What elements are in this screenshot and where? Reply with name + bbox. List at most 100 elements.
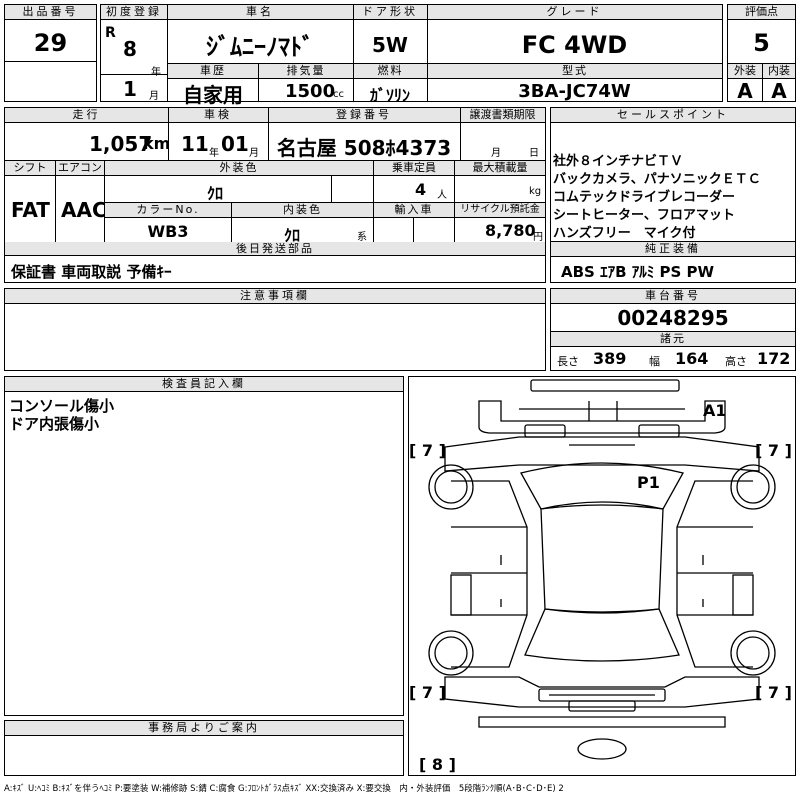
inspection-label: 車検 <box>168 108 268 123</box>
displacement-label: 排気量 <box>259 64 353 79</box>
spare-tire: [ 8 ] <box>419 755 456 774</box>
displacement: 1500 <box>285 81 336 102</box>
first-reg-month: 1 <box>123 77 137 101</box>
inspector-line-1: コンソール傷小 <box>9 397 115 415</box>
plate: 名古屋 508ﾎ4373 <box>276 136 452 160</box>
mileage-unit: km <box>143 134 171 153</box>
sales-points-box: セールスポイント 社外８インチナビＴＶ バックカメラ、パナソニックＥＴＣ コムテ… <box>550 107 796 242</box>
detail-box: 走行 車検 登録番号 譲渡書類期限 1,057 km 11 年 01 月 名古屋… <box>4 107 546 257</box>
tire-rear-right: [ 7 ] <box>755 683 792 702</box>
lot-label: 出品番号 <box>5 5 96 20</box>
car-name-label: 車名 <box>167 5 353 20</box>
transfer-month-unit: 月 <box>491 148 501 159</box>
max-load-label: 最大積載量 <box>455 161 545 176</box>
later-parts: 保証書 車両取説 予備ｷｰ <box>11 263 172 281</box>
ext-color: ｸﾛ <box>206 184 223 203</box>
color-no: WB3 <box>147 222 189 241</box>
recycle-label: リサイクル預託金 <box>455 203 545 218</box>
inspector-label: 検査員記入欄 <box>5 377 403 392</box>
color-no-label: カラーNo. <box>105 203 231 218</box>
later-parts-box: 保証書 車両取説 予備ｷｰ <box>4 255 546 283</box>
lot-box: 出品番号 29 <box>4 4 97 102</box>
sales-point-line-4: シートヒーター、フロアマット <box>553 208 735 223</box>
tire-rear-left: [ 7 ] <box>409 683 446 702</box>
sales-point-line-3: コムテックドライブレコーダー <box>553 190 736 205</box>
office-label: 事務局よりご案内 <box>5 721 403 736</box>
grade-label: グレード <box>427 5 722 20</box>
legend: A:ｷｽﾞ U:ﾍｺﾐ B:ｷｽﾞを伴うﾍｺﾐ P:要塗装 W:補修跡 S:錆 … <box>4 784 564 794</box>
inspector-box: 検査員記入欄 コンソール傷小 ドア内張傷小 <box>4 376 404 716</box>
first-reg-year: 8 <box>123 37 137 61</box>
capacity-label: 乗車定員 <box>374 161 454 176</box>
int-color-unit: 系 <box>357 232 367 243</box>
door-label: ドア形状 <box>353 5 427 20</box>
inspection-year: 11 <box>181 132 209 156</box>
chassis-box: 車台番号 00248295 諸元 長さ 389 幅 164 高さ 172 <box>550 288 796 371</box>
first-reg-year-unit: 年 <box>151 67 161 78</box>
first-reg-month-unit: 月 <box>149 91 159 102</box>
notes-box: 注意事項欄 <box>4 288 546 371</box>
main-info-box: 初度登録 車名 ドア形状 グレード R 8 年 1 月 ｼﾞﾑﾆｰﾉﾏﾄﾞ 5W… <box>100 4 723 107</box>
spec-height-label: 高さ <box>725 355 747 368</box>
later-parts-label: 後日発送部品 <box>5 242 545 257</box>
int-color: ｸﾛ <box>283 226 300 245</box>
damage-mark-a1: A1 <box>703 401 727 420</box>
aircon: AAC <box>61 198 107 222</box>
max-load-unit: kg <box>529 186 542 197</box>
door-type: 5W <box>372 33 408 57</box>
fuel: ｶﾞｿﾘﾝ <box>369 86 410 105</box>
spec-length: 389 <box>593 349 627 368</box>
office-box: 事務局よりご案内 <box>4 720 404 776</box>
ext-color-label: 外装色 <box>105 161 373 176</box>
lot-number: 29 <box>33 29 68 57</box>
sales-point-line-5: ハンズフリー マイク付 <box>553 226 696 241</box>
inspection-month-unit: 月 <box>249 148 259 159</box>
transfer-label: 譲渡書類期限 <box>460 108 545 123</box>
model: 3BA-JC74W <box>518 81 631 102</box>
inspection-year-unit: 年 <box>209 148 219 159</box>
specs-label: 諸元 <box>551 332 795 347</box>
car-outline <box>428 379 776 760</box>
notes-label: 注意事項欄 <box>5 289 545 304</box>
damage-diagram: A1 P1 [ 7 ] [ 7 ] [ 7 ] [ 7 ] [ 8 ] <box>408 376 796 776</box>
mileage: 1,057 <box>89 132 153 156</box>
fuel-label: 燃料 <box>354 64 427 79</box>
history-label: 車歴 <box>168 64 258 79</box>
shift: FAT <box>11 198 50 222</box>
exterior-score: A <box>737 79 753 103</box>
tire-front-right: [ 7 ] <box>755 441 792 460</box>
mileage-label: 走行 <box>5 108 168 123</box>
damage-mark-p1: P1 <box>637 473 660 492</box>
recycle: 8,780 <box>485 221 536 240</box>
spec-width: 164 <box>675 349 709 368</box>
int-color-label: 内装色 <box>232 203 373 218</box>
plate-label: 登録番号 <box>268 108 460 123</box>
import-label: 輸入車 <box>374 203 454 218</box>
score-label: 評価点 <box>728 5 795 20</box>
tire-front-left: [ 7 ] <box>409 441 446 460</box>
recycle-unit: 円 <box>533 232 543 243</box>
score-box: 評価点 5 外装 内装 A A <box>727 4 796 103</box>
transfer-day-unit: 日 <box>529 148 539 159</box>
first-reg-label: 初度登録 <box>101 5 167 20</box>
aircon-label: エアコン <box>56 161 104 176</box>
capacity: 4 <box>415 180 427 199</box>
model-label: 型式 <box>428 64 722 79</box>
interior-score: A <box>771 79 787 103</box>
car-name: ｼﾞﾑﾆｰﾉﾏﾄﾞ <box>206 33 314 61</box>
displacement-unit: cc <box>333 89 344 100</box>
chassis-label: 車台番号 <box>551 289 795 304</box>
history: 自家用 <box>183 83 243 107</box>
genuine-equipment: ABS ｴｱB ｱﾙﾐ PS PW <box>561 263 715 281</box>
sales-point-line-2: バックカメラ、パナソニックＥＴＣ <box>553 172 761 187</box>
sales-points-label: セールスポイント <box>551 108 795 123</box>
capacity-unit: 人 <box>437 190 447 201</box>
shift-label: シフト <box>5 161 55 176</box>
exterior-label: 外装 <box>728 64 762 79</box>
sales-point-line-1: 社外８インチナビＴＶ <box>553 154 684 169</box>
first-reg-era: R <box>105 25 116 41</box>
interior-label: 内装 <box>763 64 795 79</box>
genuine-box: 純正装備 ABS ｴｱB ｱﾙﾐ PS PW <box>550 241 796 283</box>
inspector-line-2: ドア内張傷小 <box>9 415 100 433</box>
genuine-label: 純正装備 <box>551 242 795 257</box>
